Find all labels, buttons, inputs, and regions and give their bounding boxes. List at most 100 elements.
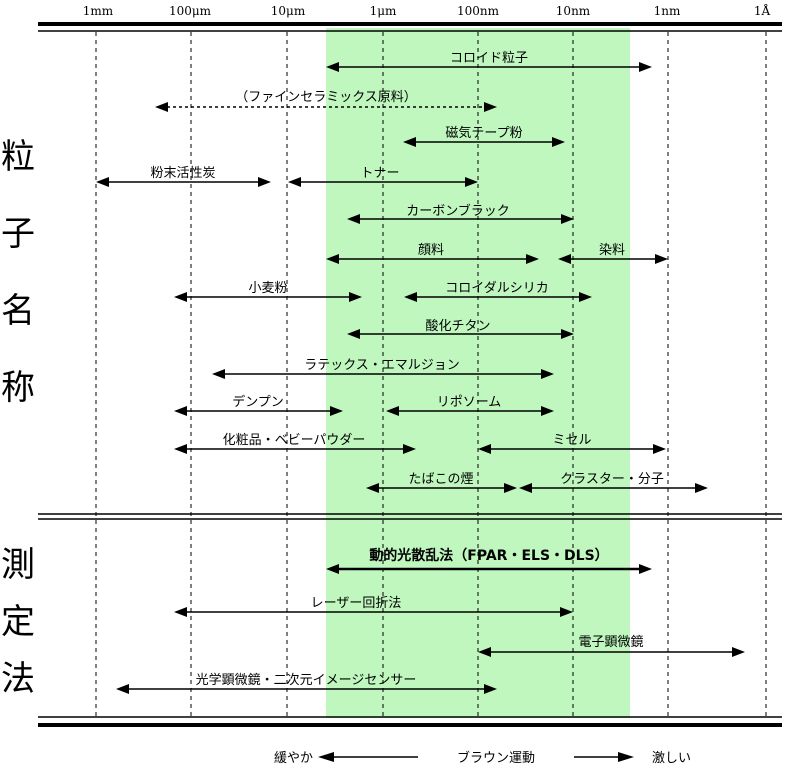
arrow-head-right — [552, 137, 565, 147]
method-label: 光学顕微鏡・二次元イメージセンサー — [196, 672, 417, 688]
particle-label: デンプン — [232, 394, 284, 410]
particles-heading: 粒 子 名 称 — [1, 137, 35, 408]
method-range: レーザー回折法 — [174, 596, 573, 617]
arrow-head-right — [695, 483, 708, 493]
particle-label: 小麦粉 — [248, 281, 287, 296]
heading-char: 法 — [1, 659, 35, 699]
arrow-head-left — [404, 292, 417, 302]
arrow-head-left — [155, 102, 168, 112]
heading-char: 粒 — [1, 137, 35, 177]
particle-label: ミセル — [552, 433, 591, 448]
arrow-head-left — [558, 254, 571, 264]
arrow-head-right — [561, 329, 574, 339]
arrow-head-left — [326, 62, 339, 72]
arrow-head-right — [560, 607, 573, 617]
heading-char: 測 — [1, 545, 35, 585]
arrow-head-right — [349, 292, 362, 302]
arrow-head-right — [541, 406, 554, 416]
arrow-head-right — [465, 177, 478, 187]
arrow-head-left — [116, 684, 129, 694]
arrow-head-right — [639, 564, 652, 574]
particle-range: 染料 — [558, 243, 668, 264]
scale-label: 10μm — [271, 4, 306, 18]
method-range: 光学顕微鏡・二次元イメージセンサー — [116, 672, 497, 694]
particle-range: 酸化チタン — [347, 319, 574, 339]
frame-lines — [38, 22, 782, 727]
method-label: レーザー回折法 — [311, 596, 402, 611]
arrow-head-right — [403, 444, 416, 454]
arrow-head-right — [504, 483, 517, 493]
particle-label: コロイダルシリカ — [445, 281, 548, 296]
scale-label: 10nm — [556, 4, 591, 18]
arrow-head-right — [541, 369, 554, 379]
heading-char: 定 — [1, 602, 35, 642]
arrow-head-left — [174, 292, 187, 302]
particle-range: デンプン — [174, 394, 343, 416]
arrow-head-left — [386, 406, 399, 416]
arrow-head-left — [478, 444, 491, 454]
scale-label: 100nm — [457, 4, 500, 18]
scale-label: 1Å — [754, 3, 771, 18]
particle-range: クラスター・分子 — [519, 472, 708, 493]
heading-char: 子 — [1, 214, 35, 254]
brownian-left-arrow-head — [318, 752, 334, 762]
particle-label: たばこの煙 — [408, 472, 473, 487]
particle-range: 磁気テープ粉 — [403, 125, 565, 147]
arrow-head-left — [347, 329, 360, 339]
arrow-head-left — [174, 607, 187, 617]
arrow-head-right — [653, 444, 666, 454]
arrow-head-left — [96, 177, 109, 187]
particle-label: 磁気テープ粉 — [445, 125, 522, 141]
brownian-fast-label: 激しい — [652, 751, 691, 766]
particle-label: カーボンブラック — [406, 203, 510, 219]
particle-range: たばこの煙 — [366, 472, 517, 493]
arrow-head-left — [212, 369, 225, 379]
arrow-head-left — [174, 444, 187, 454]
methods-heading: 測 定 法 — [1, 545, 35, 699]
scale-label: 1μm — [370, 4, 397, 18]
particle-label: クラスター・分子 — [560, 472, 664, 487]
particle-label: トナー — [360, 166, 399, 181]
particle-label: 粉末活性炭 — [150, 166, 215, 181]
arrow-head-left — [288, 177, 301, 187]
particle-range: ラテックス・エマルジョン — [212, 358, 554, 379]
particle-label: コロイド粒子 — [450, 51, 528, 66]
brownian-motion-label: ブラウン運動 — [457, 750, 535, 766]
particle-range: （ファインセラミックス原料） — [155, 90, 497, 112]
particle-label: ラテックス・エマルジョン — [304, 358, 460, 373]
method-label: 動的光散乱法（FPAR・ELS・DLS） — [369, 547, 608, 564]
arrow-head-right — [579, 292, 592, 302]
particle-range: 粉末活性炭 — [96, 166, 271, 187]
brownian-slow-label: 緩やか — [274, 751, 313, 766]
gridlines — [95, 32, 767, 716]
particle-range: 小麦粉 — [174, 281, 362, 302]
arrow-head-right — [330, 406, 343, 416]
arrow-head-left — [326, 254, 339, 264]
heading-char: 名 — [1, 291, 35, 331]
particle-range: トナー — [288, 166, 478, 187]
arrow-head-left — [403, 137, 416, 147]
arrow-head-left — [347, 214, 360, 224]
scale-label: 1nm — [654, 4, 681, 18]
arrow-head-left — [326, 564, 339, 574]
arrow-head-right — [732, 647, 745, 657]
particle-label: リポソーム — [437, 395, 502, 410]
arrow-head-right — [639, 62, 652, 72]
particle-label: 染料 — [599, 243, 625, 258]
arrow-head-right — [526, 254, 539, 264]
scale-labels: 1mm 100μm 10μm 1μm 100nm 10nm 1nm 1Å — [83, 3, 771, 18]
particle-range: 顔料 — [326, 243, 539, 264]
method-label: 電子顕微鏡 — [578, 635, 643, 650]
arrow-head-right — [484, 102, 497, 112]
arrow-head-left — [366, 483, 379, 493]
particle-range: 化粧品・ベビーパウダー — [174, 433, 416, 454]
particle-range: ミセル — [478, 433, 666, 454]
arrow-head-right — [561, 214, 574, 224]
particle-range: カーボンブラック — [347, 203, 574, 224]
scale-label: 100μm — [169, 4, 212, 18]
particle-label: 酸化チタン — [425, 319, 490, 334]
method-range: 動的光散乱法（FPAR・ELS・DLS） — [326, 547, 652, 574]
arrow-head-left — [519, 483, 532, 493]
